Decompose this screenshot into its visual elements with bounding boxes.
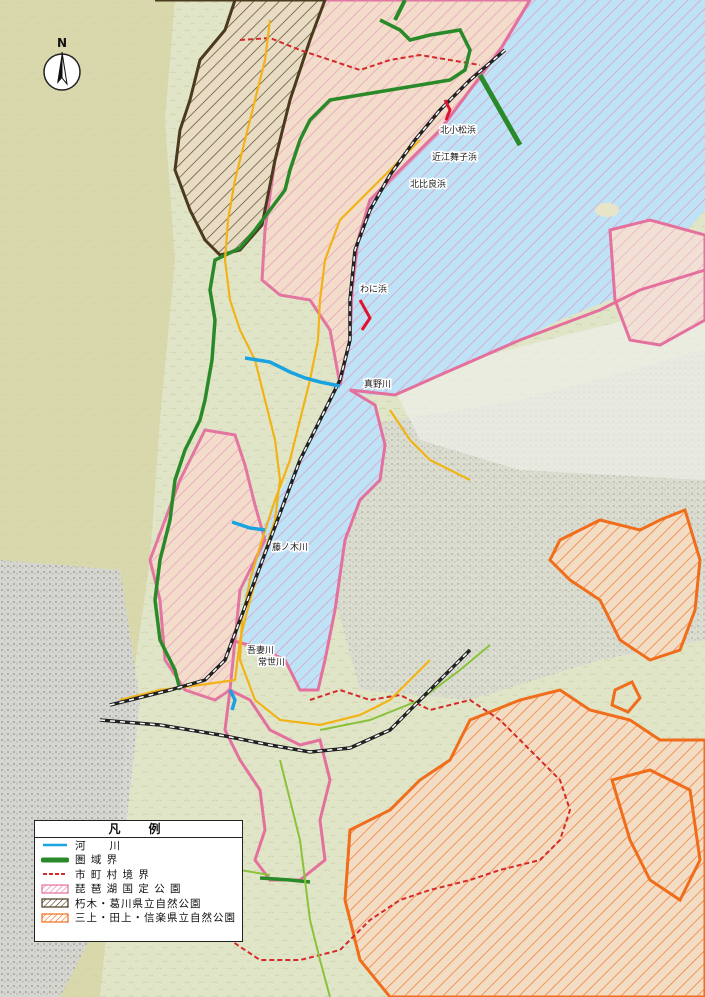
road-yellow-shore <box>238 139 431 727</box>
island <box>595 203 619 217</box>
label-yoshinaga-river: 吾妻川 吾妻川 <box>246 643 276 658</box>
svg-text:近江舞子浜: 近江舞子浜 <box>432 151 477 163</box>
river-yoshinaga <box>228 689 237 711</box>
mikami-park-small-loop <box>610 680 642 714</box>
svg-text:藤ノ木川: 藤ノ木川 <box>272 541 308 553</box>
svg-text:真野川: 真野川 <box>364 378 391 390</box>
north-arrow-icon: N <box>43 36 81 91</box>
railway-kosei-line-inner <box>109 49 506 706</box>
label-kitakomatsu: 北小松浜 北小松浜 <box>439 123 478 138</box>
label-omi-maiko: 近江舞子浜 近江舞子浜 <box>431 150 479 165</box>
legend-item-mikami: 三上・田上・信楽県立自然公園 <box>35 911 242 926</box>
legend-item-river: 河 川 <box>35 838 242 853</box>
legend-item-biwako: 琵 琶 湖 国 定 公 園 <box>35 882 242 897</box>
biwako-park-lakeshore-line <box>229 268 705 692</box>
legend-item-kutsuki: 朽木・葛川県立自然公園 <box>35 896 242 911</box>
region-boundary-symbol-icon <box>41 855 69 865</box>
region-boundary-north <box>153 18 472 691</box>
legend-item-municipal: 市 町 村 境 界 <box>35 867 242 882</box>
label-mano-river: 真野川 真野川 <box>363 377 393 392</box>
svg-text:常世川: 常世川 <box>258 656 285 668</box>
svg-text:藤ノ木川: 藤ノ木川 <box>272 541 308 553</box>
farmland-east <box>390 300 705 480</box>
svg-text:吾妻川: 吾妻川 <box>247 644 274 656</box>
biwako-park-symbol-icon <box>41 884 69 894</box>
svg-text:わに浜: わに浜 <box>360 284 387 295</box>
biwako-park-south-hatch <box>150 430 265 700</box>
svg-text:N: N <box>57 36 67 50</box>
svg-text:真野川: 真野川 <box>364 378 391 390</box>
biwako-park-north-hatch <box>262 0 530 385</box>
legend-label: 琵 琶 湖 国 定 公 園 <box>75 883 182 896</box>
river-mano <box>244 356 341 388</box>
municipal-boundary-north <box>239 36 481 72</box>
svg-text:北比良浜: 北比良浜 <box>410 178 446 190</box>
railway-tokaido-line-inner <box>99 649 471 753</box>
biwako-park-outline-south <box>223 687 332 882</box>
kutsuki-park-symbol-icon <box>41 898 69 908</box>
mikami-park-east-blob-hatch <box>612 770 700 900</box>
municipal-boundary-symbol-icon <box>41 869 69 879</box>
road-yellow-east <box>389 409 471 481</box>
region-boundary-south <box>259 876 311 884</box>
legend-label: 圏 域 界 <box>75 854 119 867</box>
svg-text:吾妻川: 吾妻川 <box>247 644 274 656</box>
legend-label: 朽木・葛川県立自然公園 <box>75 897 202 910</box>
beach-marker-kitakomatsu <box>443 99 452 121</box>
svg-text:わに浜: わに浜 <box>360 284 387 295</box>
legend-title: 凡 例 <box>35 821 242 838</box>
east-shore-land-hatch <box>610 220 705 345</box>
region-boundary-top <box>393 0 407 21</box>
beach-marker-wani <box>358 299 372 331</box>
legend-label: 河 川 <box>75 839 121 852</box>
svg-text:常世川: 常世川 <box>258 656 285 668</box>
label-kitahira: 北比良浜 北比良浜 <box>409 177 448 192</box>
kutsuki-park-hatch <box>155 0 325 255</box>
svg-text:北小松浜: 北小松浜 <box>440 124 476 136</box>
legend-item-region: 圏 域 界 <box>35 853 242 868</box>
river-symbol-icon <box>41 840 69 850</box>
label-wani: わに浜 わに浜 <box>359 283 389 297</box>
label-jose-river: 常世川 常世川 <box>257 655 287 670</box>
label-tenjin-river: 藤ノ木川 藤ノ木川 <box>271 540 310 555</box>
legend-label: 市 町 村 境 界 <box>75 868 150 881</box>
river-tenjin <box>231 520 266 532</box>
road-green-south <box>279 759 331 997</box>
municipal-boundary-south <box>169 688 572 961</box>
svg-text:北比良浜: 北比良浜 <box>410 178 446 190</box>
svg-text:近江舞子浜: 近江舞子浜 <box>432 151 477 163</box>
mikami-park-symbol-icon <box>41 913 69 923</box>
mikami-park-south-hatch <box>345 690 705 997</box>
mikami-park-east-hatch <box>550 510 700 660</box>
legend-label: 三上・田上・信楽県立自然公園 <box>75 912 236 925</box>
region-boundary-lake <box>477 73 523 147</box>
svg-text:北小松浜: 北小松浜 <box>440 124 476 136</box>
lake-biwa-hatch <box>240 0 705 690</box>
map-legend: 凡 例 河 川 圏 域 界 市 町 村 境 界 琵 琶 湖 国 定 公 園 朽木… <box>34 820 243 942</box>
